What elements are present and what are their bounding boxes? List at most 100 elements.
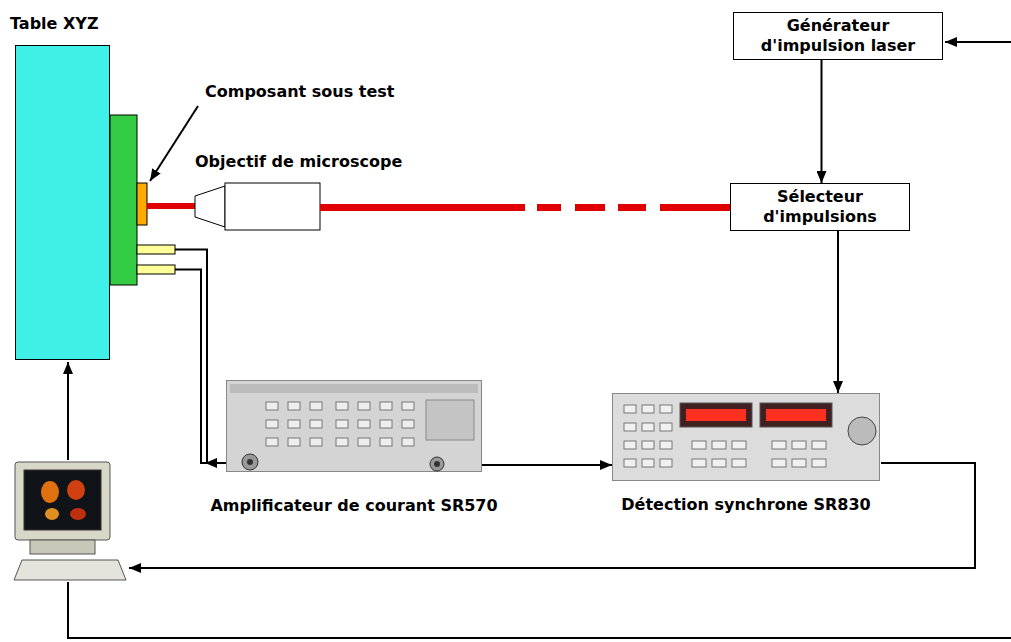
panel-button: [812, 441, 826, 449]
computer-base: [30, 540, 95, 554]
panel-button: [660, 441, 672, 449]
panel-button: [772, 441, 786, 449]
panel-button: [642, 441, 654, 449]
xyz-table: Table XYZ: [15, 45, 110, 360]
panel-button: [642, 405, 654, 413]
panel-button: [402, 438, 414, 446]
panel-button: [402, 420, 414, 428]
display-window: [760, 403, 832, 427]
panel-button: [712, 441, 726, 449]
panel-button: [266, 438, 278, 446]
panel-button: [624, 459, 636, 467]
panel-button: [692, 459, 706, 467]
panel-button: [660, 423, 672, 431]
screen-image: [70, 508, 86, 520]
display-window: [680, 403, 752, 427]
panel-button: [288, 438, 300, 446]
callout-label: Objectif de microscope: [195, 152, 402, 172]
control-arrow: [67, 362, 69, 460]
node-heading: Amplificateur de courant SR570: [210, 496, 497, 516]
signal-arrow: [482, 464, 612, 466]
tuning-knob: [848, 417, 876, 445]
panel-button: [310, 402, 322, 410]
panel-button: [712, 459, 726, 467]
laser-beam: [575, 204, 605, 211]
screen-image: [41, 481, 59, 503]
panel-button: [380, 420, 392, 428]
panel-button: [288, 402, 300, 410]
signal-arrow: [205, 462, 226, 464]
panel-face: [613, 394, 880, 481]
device-panel: [226, 380, 482, 472]
laser-beam: [147, 203, 195, 209]
panel-button: [266, 420, 278, 428]
objective-body: [225, 183, 320, 230]
panel-button: [642, 423, 654, 431]
panel-button: [792, 441, 806, 449]
panel-button: [660, 405, 672, 413]
panel-button: [624, 441, 636, 449]
panel-button: [732, 459, 746, 467]
generator-box: Générateur d'impulsion laser: [733, 12, 943, 60]
device-panel: [612, 393, 880, 481]
display-digits: [686, 409, 746, 421]
panel-button: [380, 438, 392, 446]
circuit-board: [110, 115, 137, 285]
panel-button: [402, 402, 414, 410]
connector-pin: [137, 265, 175, 274]
node-heading: Détection synchrone SR830: [621, 495, 870, 515]
panel-button: [792, 459, 806, 467]
display-digits: [766, 409, 826, 421]
signal-wire: [175, 250, 207, 464]
objective-cone: [195, 186, 225, 227]
computer-screen: [24, 470, 101, 530]
signal-arrow: [837, 231, 839, 393]
computer-keyboard: [14, 560, 126, 580]
box-text: Générateur d'impulsion laser: [740, 16, 936, 56]
panel-button: [336, 402, 348, 410]
callout-label: Composant sous test: [205, 82, 394, 102]
panel-button: [380, 402, 392, 410]
input-knob: [247, 459, 253, 465]
node-heading: Table XYZ: [10, 14, 99, 34]
laser-beam: [660, 204, 730, 211]
screen-image: [45, 508, 59, 520]
laser-beam: [320, 204, 525, 211]
input-knob: [242, 454, 258, 470]
selector-box: Sélecteur d'impulsions: [730, 183, 910, 231]
current-amplifier: Amplificateur de courant SR570: [226, 380, 482, 472]
panel-button: [288, 420, 300, 428]
lock-in-detector: Détection synchrone SR830: [612, 393, 880, 481]
laser-beam: [618, 204, 646, 211]
output-knob: [430, 457, 444, 471]
leader-arrow: [150, 106, 198, 181]
output-knob: [434, 461, 440, 467]
panel-button: [812, 459, 826, 467]
box-text: Sélecteur d'impulsions: [737, 187, 903, 227]
trigger-wire: [68, 582, 1011, 638]
panel-button: [642, 459, 654, 467]
panel-button: [358, 438, 370, 446]
panel-button: [358, 402, 370, 410]
panel-button: [336, 438, 348, 446]
panel-button: [310, 420, 322, 428]
panel-button: [772, 459, 786, 467]
panel-button: [358, 420, 370, 428]
panel-button: [732, 441, 746, 449]
connector-pin: [137, 245, 175, 254]
panel-button: [624, 423, 636, 431]
panel-button: [336, 420, 348, 428]
screen-image: [67, 480, 85, 500]
panel-button: [624, 405, 636, 413]
panel-section: [426, 400, 474, 440]
panel-face: [227, 381, 482, 472]
computer-monitor: [15, 462, 110, 540]
signal-wire: [175, 270, 207, 464]
panel-button: [660, 459, 672, 467]
trigger-arrow: [945, 41, 1011, 43]
signal-arrow: [821, 60, 823, 183]
laser-beam: [537, 204, 561, 211]
panel-button: [266, 402, 278, 410]
